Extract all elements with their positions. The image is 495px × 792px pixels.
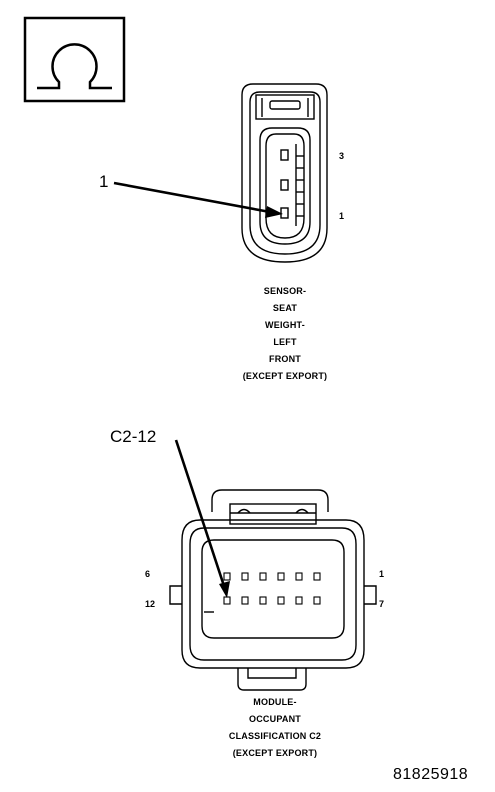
pin-label-1: 1: [379, 569, 385, 579]
seat-weight-sensor-connector: [241, 83, 328, 263]
c2-pin-cavities: [223, 572, 321, 605]
caption-line: MODULE-: [253, 697, 297, 707]
caption-line: CLASSIFICATION C2: [228, 731, 322, 741]
ohm-symbol-icon: [23, 16, 126, 103]
callout-arrow-c2-12: [174, 439, 230, 598]
callout-label-1: 1: [99, 172, 109, 191]
caption-line: FRONT: [269, 354, 301, 364]
pin-label-6: 6: [145, 569, 151, 579]
sensor-caption: SENSOR- SEAT WEIGHT- LEFT FRONT (EXCEPT …: [205, 283, 365, 385]
module-caption: MODULE- OCCUPANT CLASSIFICATION C2 (EXCE…: [190, 694, 360, 762]
pin-label-12: 12: [145, 599, 156, 609]
pin-label-7: 7: [379, 599, 385, 609]
callout-label-c2-12: C2-12: [110, 427, 157, 446]
caption-line: SENSOR-: [263, 286, 307, 296]
caption-line: SEAT: [272, 303, 298, 313]
caption-line: (EXCEPT EXPORT): [232, 748, 318, 758]
caption-line: OCCUPANT: [249, 714, 301, 724]
occupant-classification-connector: [169, 489, 377, 691]
pin-label-1: 1: [339, 211, 345, 221]
figure-id: 81825918: [393, 766, 469, 783]
caption-line: WEIGHT-: [265, 320, 305, 330]
caption-line: (EXCEPT EXPORT): [242, 371, 328, 381]
callout-arrow-pin-1: [113, 181, 283, 218]
caption-line: LEFT: [273, 337, 297, 347]
pin-label-3: 3: [339, 151, 345, 161]
